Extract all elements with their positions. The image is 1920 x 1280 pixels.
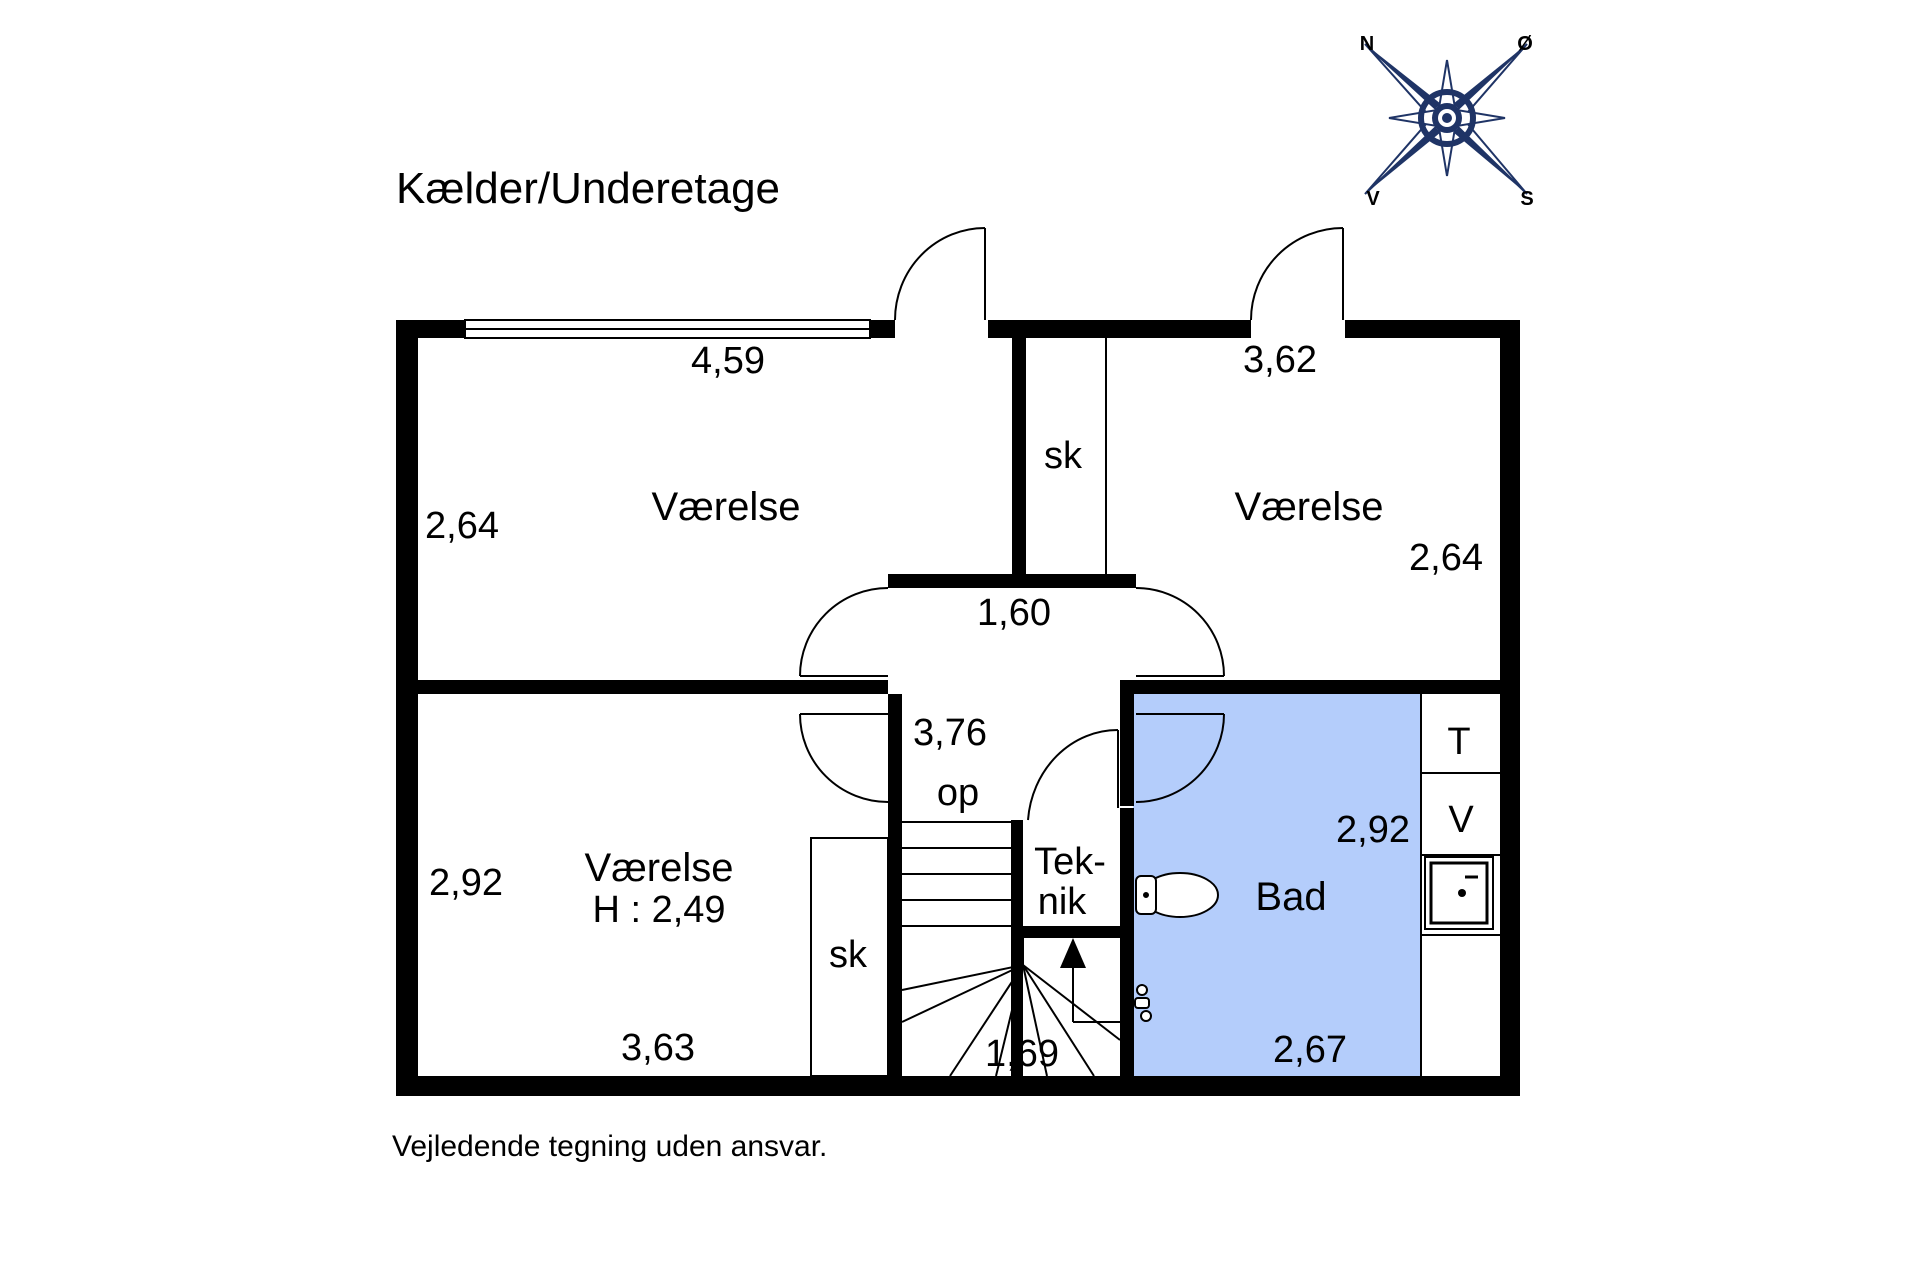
stair-width: 1,69 [985, 1033, 1059, 1075]
walls [396, 320, 1520, 1096]
page-title: Kælder/Underetage [396, 164, 780, 213]
room-bottom-left-depth: 2,92 [429, 862, 503, 904]
closet-bottom-label: sk [829, 934, 868, 976]
room-bottom-left-height: H : 2,49 [592, 889, 725, 931]
room-top-left-width: 4,59 [691, 340, 765, 382]
room-bottom-left-name: Værelse [585, 846, 734, 890]
shower-tap-icon [1134, 984, 1152, 1022]
room-top-right-width: 3,62 [1243, 339, 1317, 381]
compass-west-label: V [1366, 188, 1380, 210]
sink-icon [1424, 856, 1494, 930]
toilet-icon [1135, 872, 1219, 918]
stair-direction-arrow-icon [1060, 938, 1086, 968]
disclaimer: Vejledende tegning uden ansvar. [392, 1130, 827, 1163]
window-top [464, 319, 871, 339]
room-bottom-left-width: 3,63 [621, 1027, 695, 1069]
room-top-left-name: Værelse [652, 485, 801, 529]
room-top-left-depth: 2,64 [425, 505, 499, 547]
dryer-label: T [1447, 721, 1470, 763]
washer-label: V [1448, 799, 1474, 841]
stair-up-label: op [937, 772, 979, 814]
hall-depth: 3,76 [913, 712, 987, 754]
staircase [901, 821, 1121, 1077]
compass-south-label: S [1520, 188, 1533, 210]
thin-lines [810, 338, 1500, 1077]
compass-rose-icon [1364, 43, 1528, 195]
compass-east-label: Ø [1517, 33, 1533, 55]
hall-width: 1,60 [977, 592, 1051, 634]
bath-depth: 2,92 [1336, 809, 1410, 851]
closet-top-label: sk [1044, 435, 1083, 477]
technical-room-label-line2: nik [1038, 881, 1088, 923]
bath-name: Bad [1255, 875, 1326, 919]
room-top-right-name: Værelse [1235, 485, 1384, 529]
bath-width: 2,67 [1273, 1029, 1347, 1071]
room-top-right-depth: 2,64 [1409, 537, 1483, 579]
technical-room-label-line1: Tek- [1034, 841, 1106, 883]
compass-north-label: N [1360, 33, 1374, 55]
door-swings [799, 227, 1344, 821]
